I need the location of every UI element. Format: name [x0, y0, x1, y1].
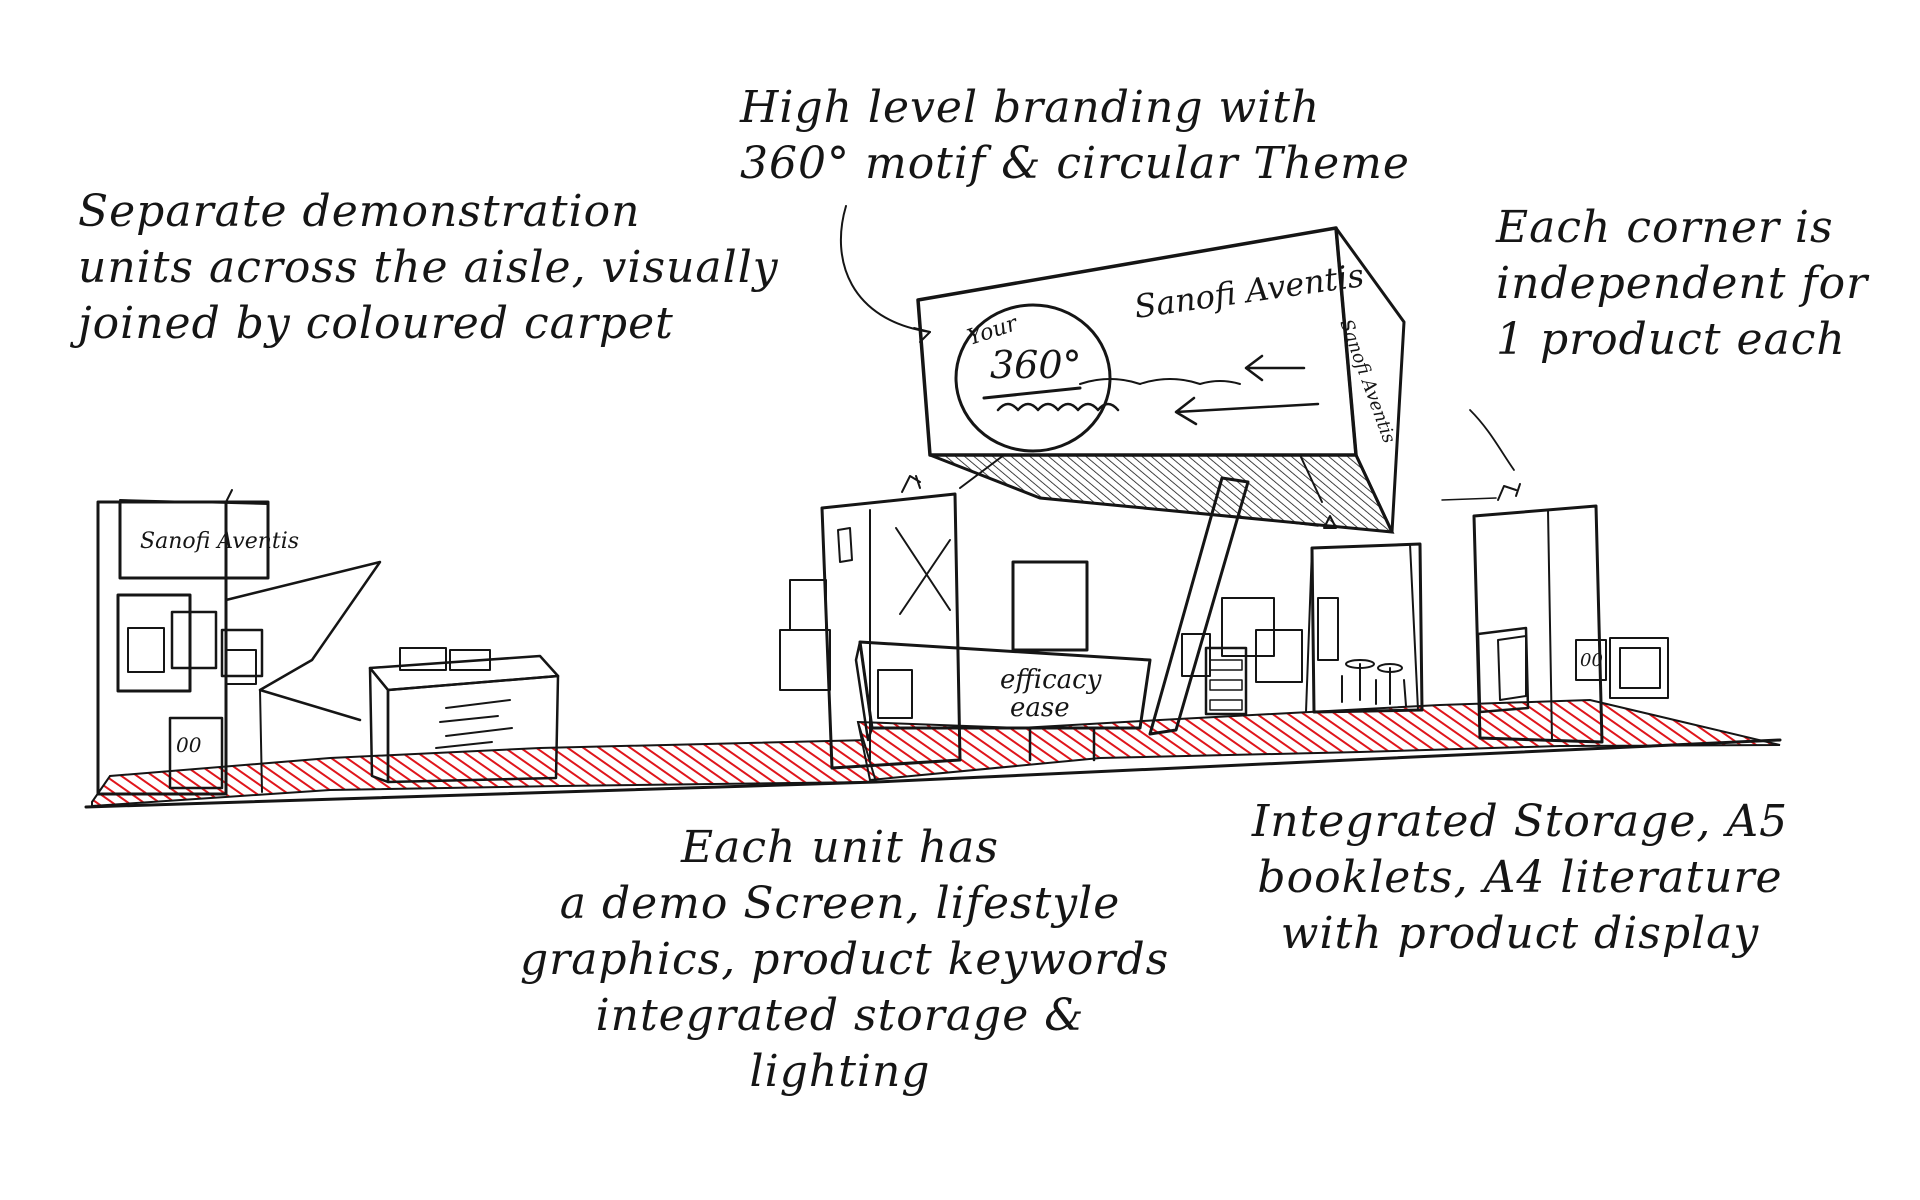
carpet-main [856, 698, 1781, 782]
left-unit-screen [116, 593, 192, 693]
left-unit-shelf-2 [220, 628, 264, 678]
note-storage-line-3: with product display [1280, 908, 1760, 959]
note-corners: Each corner is independent for 1 product… [1496, 200, 1868, 368]
right-tower-unit: 00 [1441, 483, 1669, 744]
left-reception-desk [368, 647, 560, 784]
carpet [84, 698, 1782, 809]
note-demo-units-line-1: Separate demonstration [78, 186, 641, 237]
literature-rack [1204, 646, 1248, 716]
left-unit-cabinet-label: 00 [176, 733, 202, 757]
note-each-unit-line-2: a demo Screen, lifestyle [559, 878, 1121, 929]
note-demo-units-line-2: units across the aisle, visually [78, 242, 779, 293]
banner-brand: Sanofi Aventis [1132, 256, 1366, 326]
leader-corners [1469, 409, 1515, 471]
note-demo-units-line-3: joined by coloured carpet [78, 298, 674, 349]
counter-ease: ease [1010, 693, 1070, 723]
note-each-unit-line-3: graphics, product keywords [520, 934, 1170, 985]
note-storage: Integrated Storage, A5 booklets, A4 lite… [1170, 794, 1870, 962]
note-corners-line-3: 1 product each [1496, 314, 1846, 365]
note-demo-units: Separate demonstration units across the … [78, 184, 779, 352]
central-stand: efficacy ease [779, 475, 1424, 770]
counter-efficacy: efficacy [1000, 665, 1102, 695]
left-unit-brand: Sanofi Aventis [140, 529, 299, 554]
note-storage-line-1: Integrated Storage, A5 [1251, 796, 1789, 847]
center-tower-left [820, 492, 962, 770]
cafe-tables [1341, 659, 1407, 707]
center-screen [1011, 560, 1089, 652]
left-unit-fin [224, 560, 382, 722]
hanging-banner: Your 360° Sanofi Aventis Sanofi Aventis [916, 226, 1406, 534]
note-corners-line-2: independent for [1496, 258, 1869, 309]
carpet-left [91, 738, 890, 808]
left-demo-unit: Sanofi Aventis 00 [96, 489, 382, 796]
leader-branding [839, 205, 931, 333]
note-each-unit-line-5: lighting [749, 1046, 931, 1097]
center-booth [1310, 542, 1424, 714]
note-branding-line-1: High level branding with [740, 82, 1321, 133]
leader-lines [839, 205, 1515, 471]
note-branding-line-2: 360° motif & circular Theme [740, 138, 1410, 189]
note-storage-line-2: booklets, A4 literature [1257, 852, 1783, 903]
note-each-unit-line-4: integrated storage & [595, 990, 1085, 1041]
left-unit-shelf-1 [170, 610, 218, 670]
circle-360: 360° [990, 343, 1082, 387]
center-slanted-column [1148, 476, 1250, 736]
right-tower-mark: 00 [1580, 650, 1603, 671]
note-branding: High level branding with 360° motif & ci… [740, 80, 1410, 192]
note-each-unit: Each unit has a demo Screen, lifestyle g… [520, 820, 1170, 1100]
note-each-unit-line-1: Each unit has [681, 822, 999, 873]
banner-side-brand: Sanofi Aventis [1335, 317, 1399, 446]
note-corners-line-1: Each corner is [1496, 202, 1834, 253]
banner-bottom [929, 453, 1395, 534]
left-unit-cabinet [168, 716, 224, 790]
